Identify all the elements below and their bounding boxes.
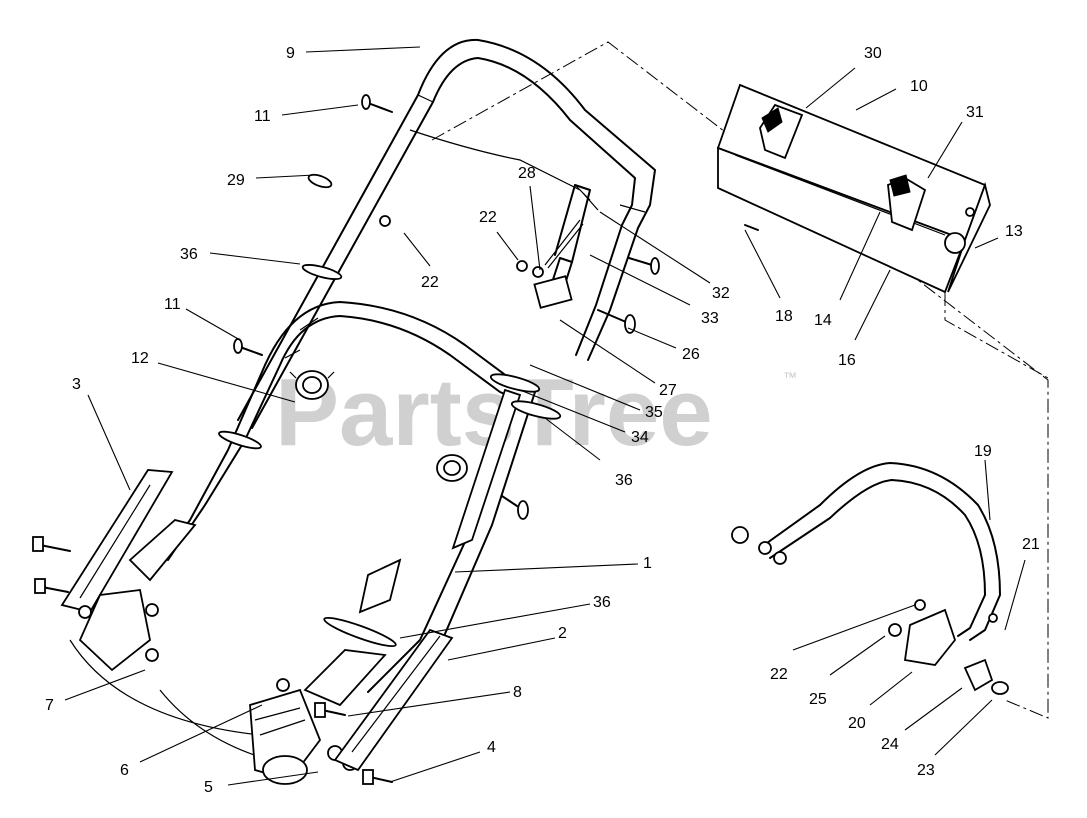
control-cable <box>409 129 581 191</box>
callout-34: 34 <box>631 429 649 446</box>
washers <box>218 173 562 648</box>
callout-22-bail: 22 <box>770 666 788 683</box>
screw-18 <box>744 224 759 231</box>
callout-30: 30 <box>864 45 882 62</box>
left-adjuster <box>60 469 197 672</box>
bolts <box>32 94 660 785</box>
callout-labels: 9 30 10 11 31 29 28 22 22 36 13 32 18 14… <box>45 45 1040 796</box>
callout-9: 9 <box>286 45 295 62</box>
handle-knob-right <box>436 454 468 482</box>
callout-11-lower: 11 <box>164 296 181 313</box>
callout-33: 33 <box>701 310 719 327</box>
callout-36-lower: 36 <box>593 594 611 611</box>
callout-36-middle: 36 <box>615 472 633 489</box>
callout-8: 8 <box>513 684 522 701</box>
callout-29: 29 <box>227 172 245 189</box>
callout-24: 24 <box>881 736 899 753</box>
callout-20: 20 <box>848 715 866 732</box>
callout-10: 10 <box>910 78 928 95</box>
callout-16: 16 <box>838 352 856 369</box>
callout-11-upper: 11 <box>254 108 271 125</box>
callout-13: 13 <box>1005 223 1023 240</box>
control-panel <box>716 83 991 294</box>
callout-7: 7 <box>45 697 54 714</box>
callout-22-control: 22 <box>479 209 497 226</box>
callout-21: 21 <box>1022 536 1040 553</box>
leader-lines <box>64 46 1026 786</box>
callout-28: 28 <box>518 165 536 182</box>
bail <box>731 462 1001 641</box>
callout-6: 6 <box>120 762 129 779</box>
upper-handle <box>237 38 656 429</box>
callout-25: 25 <box>809 691 827 708</box>
callout-5: 5 <box>204 779 213 796</box>
lower-handle <box>149 301 536 701</box>
handle-knob-left <box>289 370 335 400</box>
callout-18: 18 <box>775 308 793 325</box>
callout-27: 27 <box>659 382 677 399</box>
lever-30 <box>759 103 804 160</box>
control-bar <box>533 184 599 309</box>
wheel-assembly <box>249 678 358 785</box>
watermark-trademark: ™ <box>783 369 797 385</box>
dash-connectors <box>431 41 1049 719</box>
callout-12: 12 <box>131 350 149 367</box>
lever-31 <box>887 174 927 232</box>
callout-36-upper: 36 <box>180 246 198 263</box>
callout-31: 31 <box>966 104 984 121</box>
callout-3: 3 <box>72 376 81 393</box>
callout-19: 19 <box>974 443 992 460</box>
callout-1: 1 <box>643 555 652 572</box>
callout-2: 2 <box>558 625 567 642</box>
callout-32: 32 <box>712 285 730 302</box>
callout-23: 23 <box>917 762 935 779</box>
callout-35: 35 <box>645 404 663 421</box>
callout-4: 4 <box>487 739 496 756</box>
callout-22-handle: 22 <box>421 274 439 291</box>
callout-26: 26 <box>682 346 700 363</box>
callout-14: 14 <box>814 312 832 329</box>
right-adjuster <box>303 558 454 772</box>
bail-bracket <box>888 599 1009 695</box>
